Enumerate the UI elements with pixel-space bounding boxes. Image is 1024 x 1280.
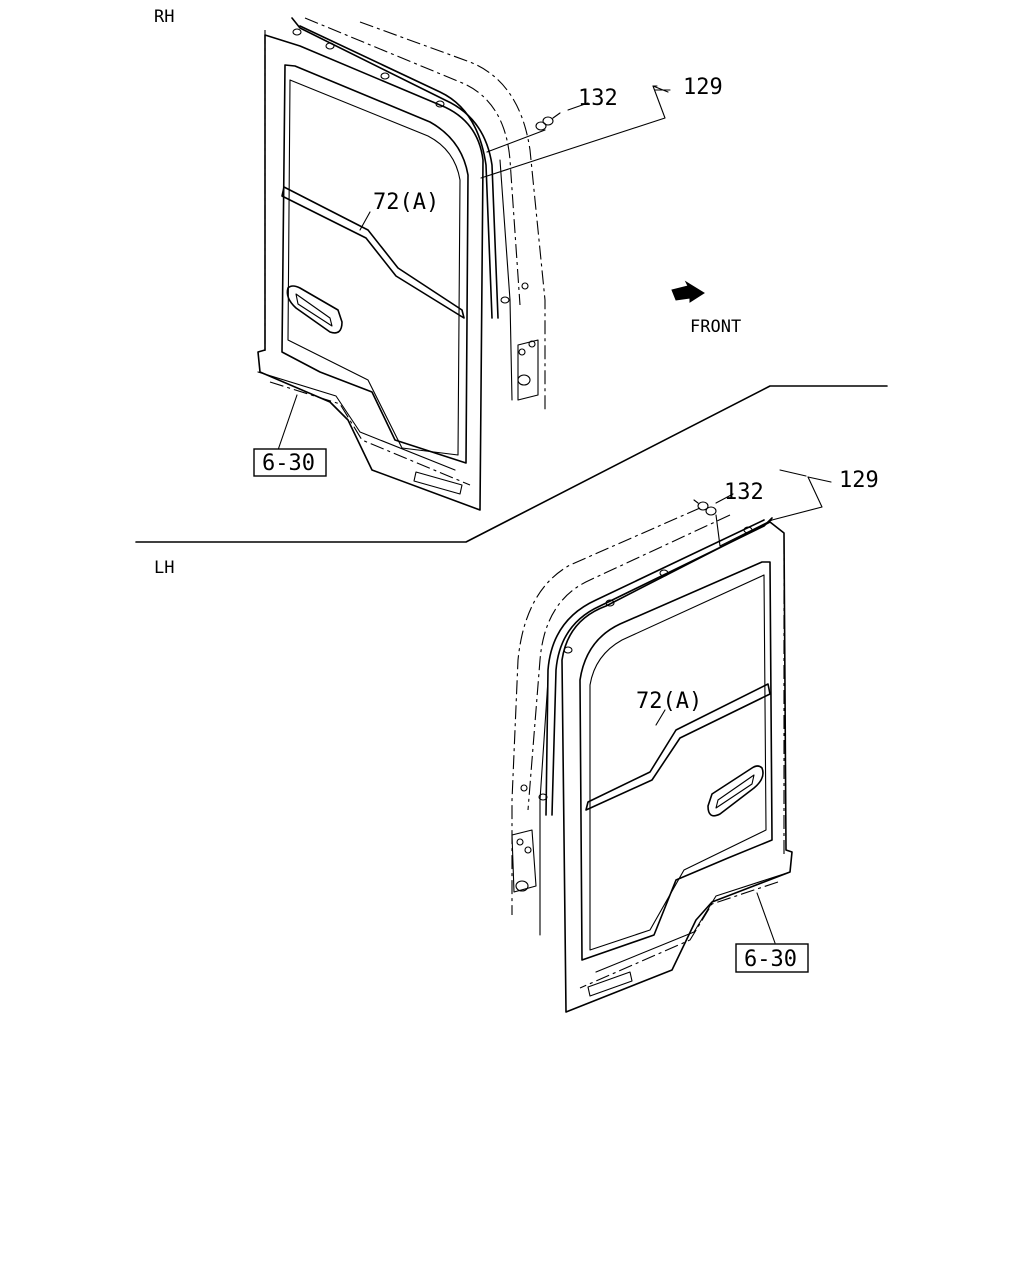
lh-window-frame: [579, 561, 773, 961]
rh-leaders: [277, 85, 671, 451]
rh-clip-132-part: [535, 112, 561, 131]
section-label-rh: RH: [154, 7, 174, 27]
rh-callout-129: 129: [683, 75, 723, 100]
section-label-lh: LH: [154, 558, 174, 578]
lh-clip-132-part: [693, 499, 717, 516]
lh-callout-72a: 72(A): [636, 689, 702, 714]
lh-clips: [520, 526, 753, 801]
lh-ref-box: [735, 943, 809, 973]
rh-door-panel: [257, 34, 484, 511]
rh-door-handle: [286, 285, 343, 334]
lh-leaders: [655, 469, 832, 944]
rh-callout-132: 132: [578, 86, 618, 111]
lh-door-handle: [707, 765, 764, 817]
lh-callout-129: 129: [839, 468, 879, 493]
rh-ref-box: [253, 448, 327, 477]
section-divider: [135, 385, 888, 543]
lh-door-assembly: [511, 499, 793, 1013]
lh-callout-132: 132: [724, 480, 764, 505]
rh-drip-rail: [291, 17, 499, 319]
lh-drip-rail: [551, 517, 773, 816]
rh-window-frame: [281, 64, 469, 464]
rh-callout-72a: 72(A): [373, 190, 439, 215]
lh-side-molding: [585, 683, 771, 811]
rh-door-assembly: [257, 17, 561, 511]
front-label: FRONT: [690, 317, 741, 337]
lh-ref-6-30: 6-30: [744, 947, 797, 972]
rh-clips: [292, 28, 529, 304]
rh-side-molding: [281, 186, 465, 319]
rh-ref-6-30: 6-30: [262, 451, 315, 476]
front-arrow-icon: [671, 280, 705, 303]
